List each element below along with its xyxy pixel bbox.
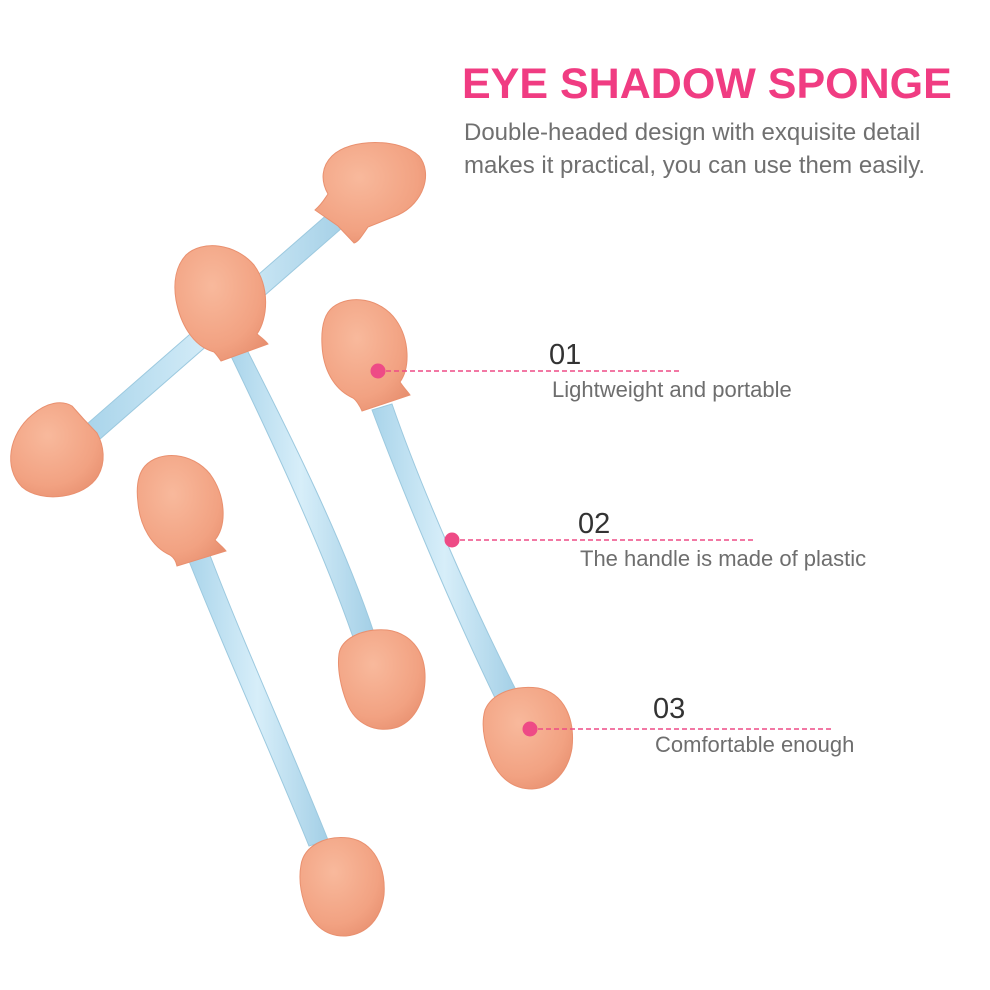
page-title: EYE SHADOW SPONGE (462, 60, 952, 108)
callout-1 (370, 363, 682, 379)
sponge-head-top-icon (321, 299, 411, 412)
sponge-applicator-b (174, 245, 426, 730)
sponge-head-top-icon (314, 142, 427, 244)
feature-number-1: 01 (549, 339, 582, 371)
sponge-head-top-icon (174, 245, 269, 362)
feature-text-3: Comfortable enough (655, 732, 855, 757)
callout-2 (444, 532, 755, 548)
callout-3 (522, 721, 833, 737)
page-subtitle: Double-headed design with exquisite deta… (464, 119, 926, 179)
callout-dot-icon (522, 721, 538, 737)
sponge-head-bottom-icon (299, 837, 385, 937)
callout-dot-icon (370, 363, 386, 379)
sponge-head-bottom-icon (482, 686, 574, 790)
feature-text-1: Lightweight and portable (552, 377, 792, 402)
sponge-applicator-c (321, 299, 574, 790)
sponge-head-bottom-icon (10, 402, 104, 498)
sponge-head-top-icon (136, 455, 227, 567)
feature-text-2: The handle is made of plastic (580, 546, 867, 571)
sponge-applicator-d (136, 455, 385, 937)
feature-number-3: 03 (653, 693, 686, 725)
callout-dot-icon (444, 532, 460, 548)
sponge-head-bottom-icon (338, 629, 426, 730)
feature-number-2: 02 (578, 508, 611, 540)
